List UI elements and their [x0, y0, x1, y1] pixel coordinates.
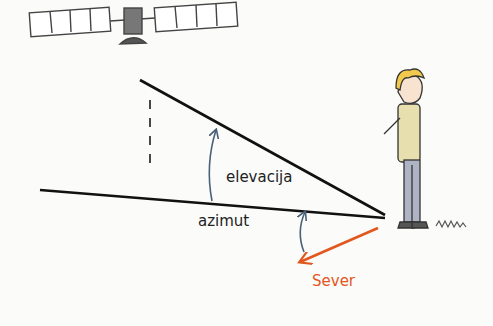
satellite: [29, 2, 237, 44]
elevation-line: [140, 80, 385, 215]
angle-label: azimut: [196, 212, 251, 230]
person: [384, 69, 428, 228]
north-arrow: [300, 228, 378, 262]
direction-label: Sever: [310, 272, 357, 290]
elevation-arc: [209, 130, 216, 201]
vertical-line: [149, 100, 151, 170]
azimuth-arc: [300, 212, 305, 252]
grass: [436, 221, 466, 227]
angle-label: elevacija: [224, 168, 294, 186]
